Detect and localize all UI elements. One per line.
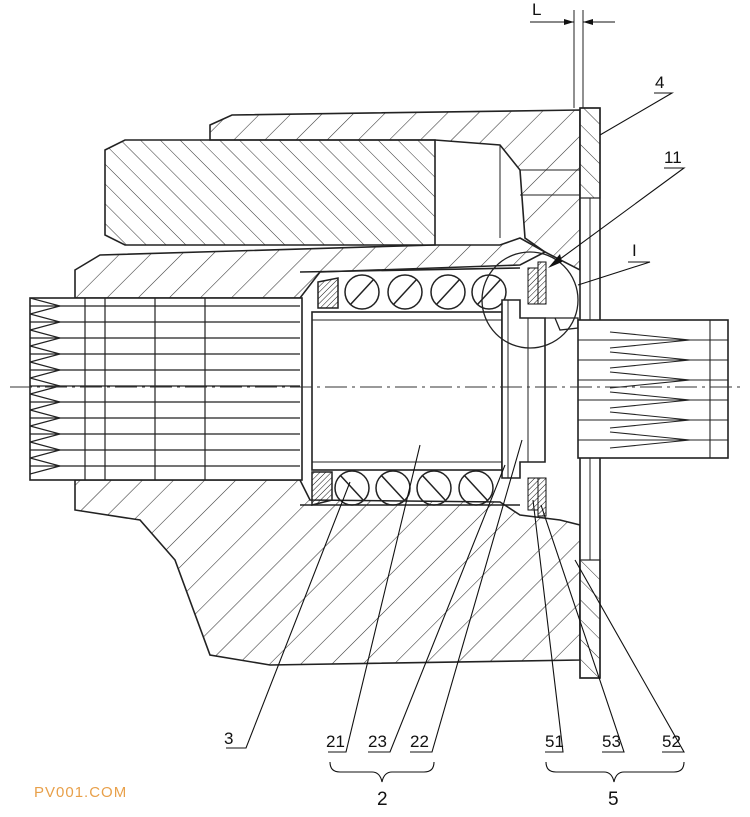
label-group-5: 5 <box>608 789 619 810</box>
label-part-21: 21 <box>326 732 345 751</box>
sleeve-21 <box>311 311 503 471</box>
detail-circle-I <box>481 251 579 349</box>
spring-coils-upper <box>317 274 507 310</box>
lower-housing-section <box>74 479 581 666</box>
right-splined-shaft <box>577 319 729 459</box>
brace-group-5 <box>545 761 685 783</box>
label-part-51: 51 <box>545 732 564 751</box>
watermark-text: PV001.COM <box>34 784 127 801</box>
label-detail-I: I <box>632 241 637 260</box>
left-splined-shaft <box>29 297 303 481</box>
brace-group-2 <box>329 761 435 783</box>
label-L: L <box>532 0 541 19</box>
housing-body <box>74 109 581 666</box>
label-part-22: 22 <box>410 732 429 751</box>
upper-housing-web <box>74 237 547 299</box>
label-part-23: 23 <box>368 732 387 751</box>
seal-pack-5 <box>527 261 547 517</box>
leader-lines <box>226 92 686 753</box>
upper-bolt-boss <box>104 139 436 246</box>
label-part-53: 53 <box>602 732 621 751</box>
label-part-4: 4 <box>655 73 664 92</box>
spring-3 <box>311 274 507 506</box>
label-part-3: 3 <box>224 729 233 748</box>
label-group-2: 2 <box>377 789 388 810</box>
spring-coils-lower <box>311 470 494 506</box>
piston-22 <box>501 299 579 479</box>
label-part-11: 11 <box>664 148 682 167</box>
label-part-52: 52 <box>662 732 681 751</box>
cover-plate-4 <box>579 107 601 679</box>
dimension-L: L <box>530 0 615 108</box>
